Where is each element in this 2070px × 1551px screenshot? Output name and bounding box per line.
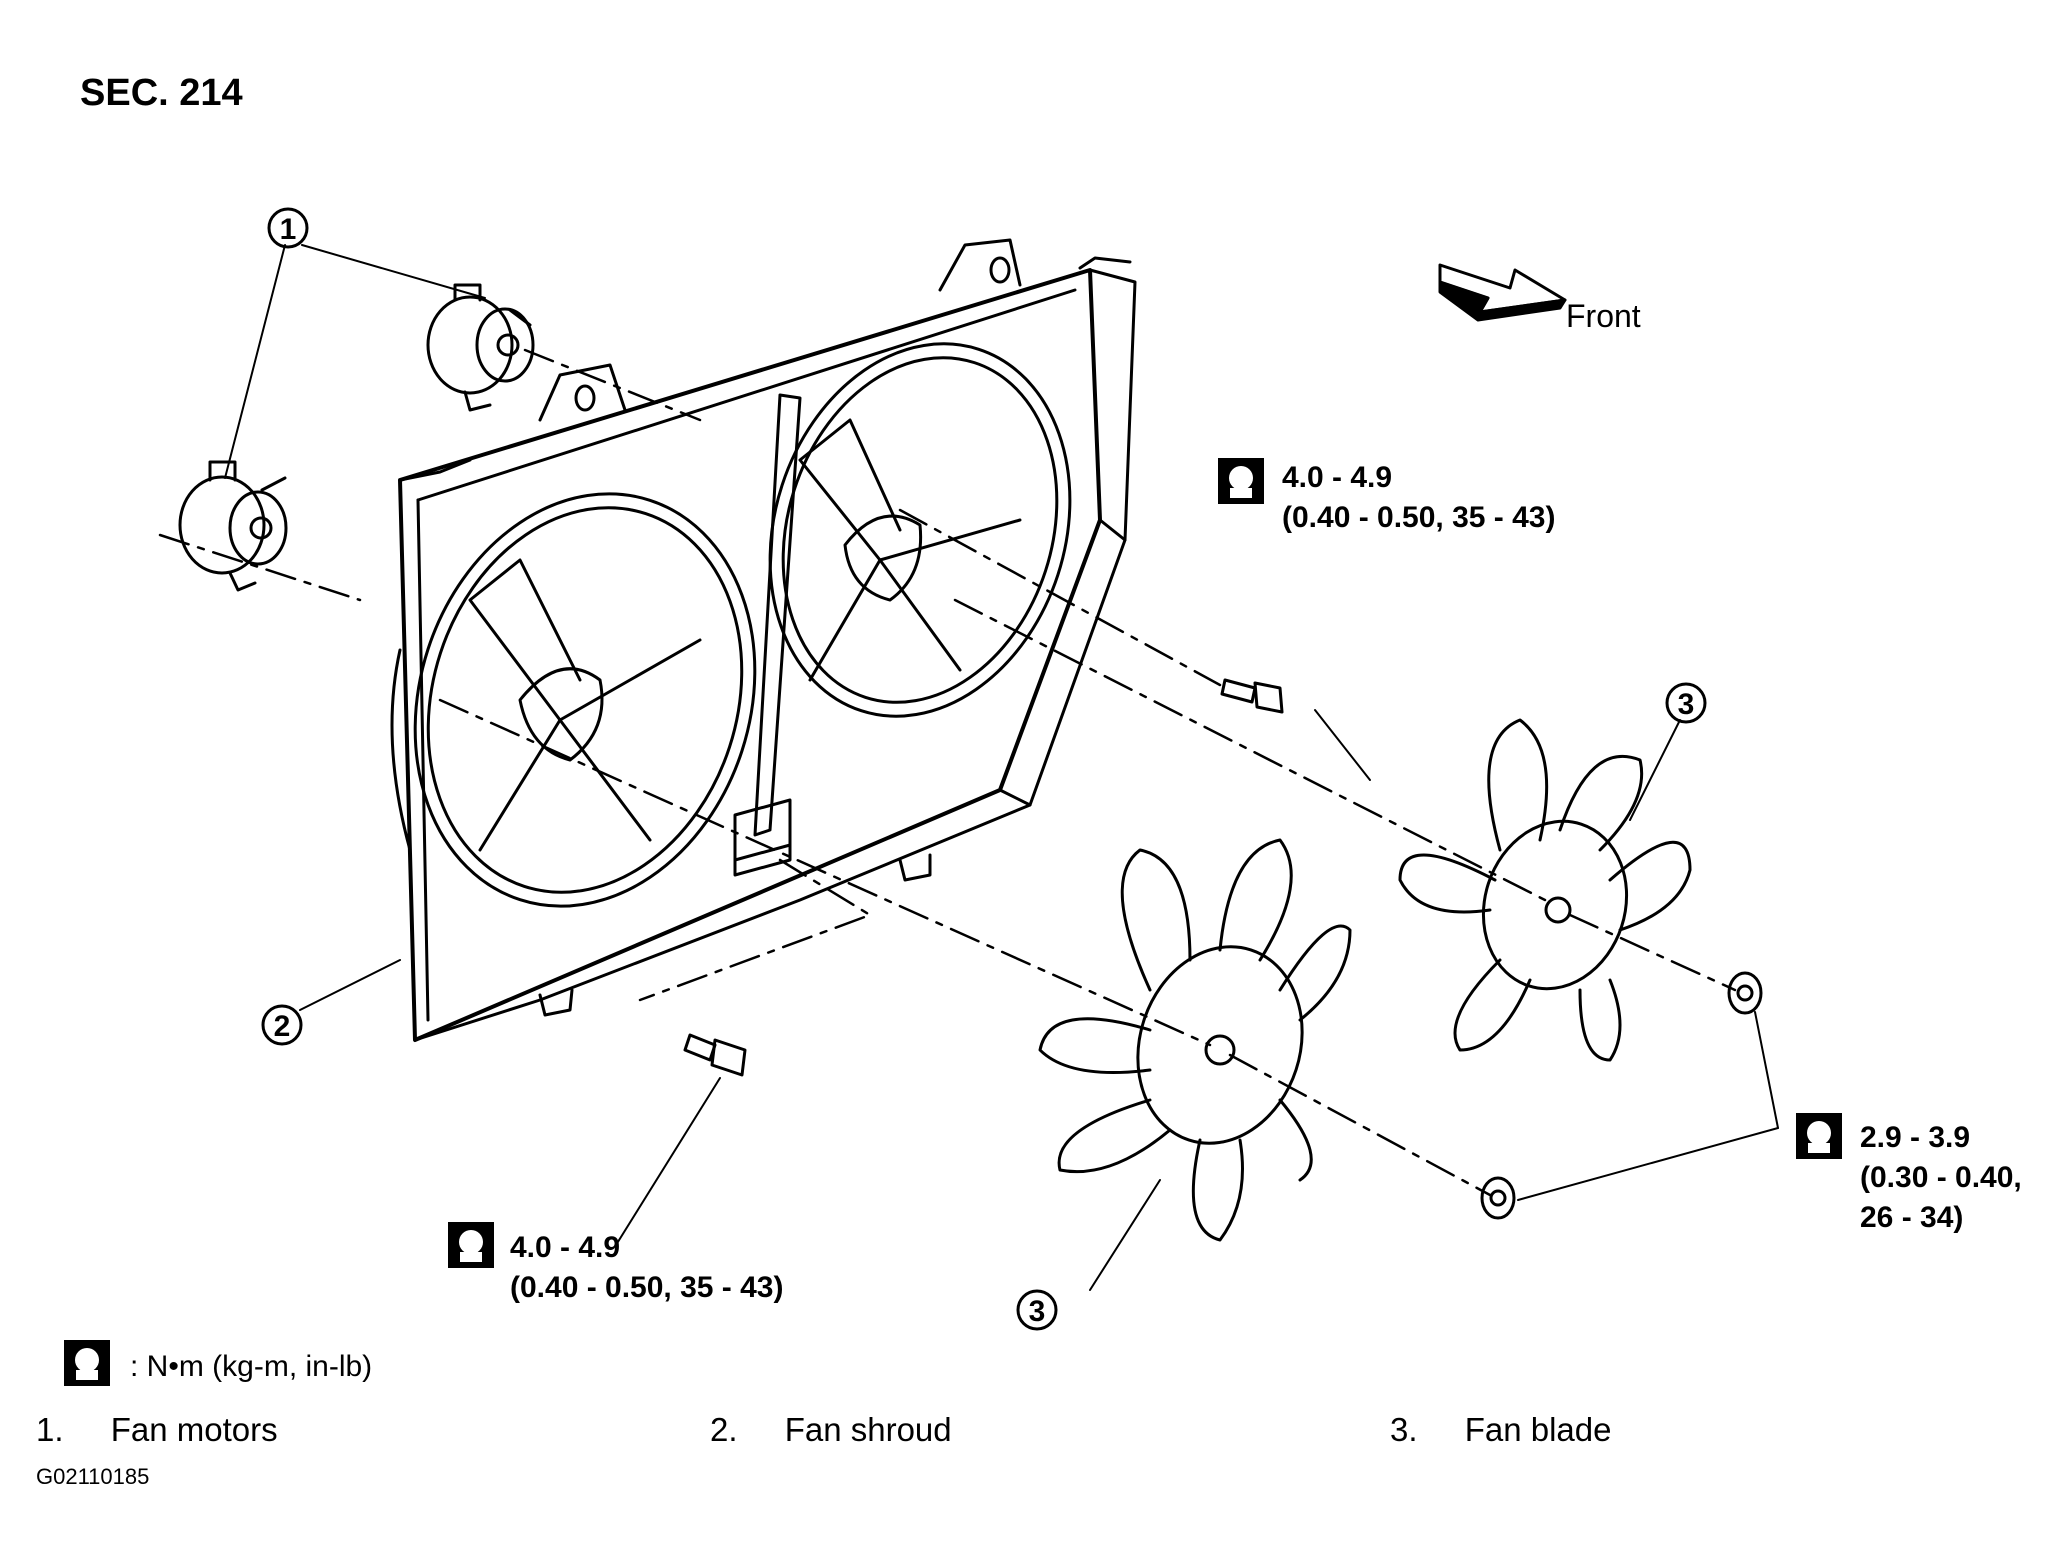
torque-spec-lower-line2: (0.40 - 0.50, 35 - 43) — [510, 1271, 784, 1304]
torque-wrench-icon — [1796, 1113, 1842, 1159]
torque-spec-nut-line1: 2.9 - 3.9 — [1860, 1121, 1971, 1154]
legend-item-3: 3. Fan blade — [1390, 1413, 1611, 1446]
torque-spec-upper-line2: (0.40 - 0.50, 35 - 43) — [1282, 501, 1556, 534]
callout-3-left: 3 — [1016, 1289, 1058, 1331]
legend-item-number: 1. — [36, 1411, 64, 1448]
callout-2: 2 — [261, 1004, 303, 1046]
legend-item-label: Fan shroud — [784, 1411, 952, 1448]
torque-spec-upper-line1: 4.0 - 4.9 — [1282, 461, 1393, 494]
torque-spec-lower-line1: 4.0 - 4.9 — [510, 1231, 621, 1264]
fan-blade-right — [1398, 718, 1692, 1062]
svg-text:1: 1 — [280, 213, 297, 246]
fan-motor-lower — [178, 460, 288, 592]
figure-id: G02110185 — [36, 1464, 150, 1489]
nut-left — [1480, 1176, 1516, 1220]
legend-item-label: Fan blade — [1464, 1411, 1612, 1448]
callout-3-right: 3 — [1665, 682, 1707, 724]
torque-wrench-icon — [1218, 458, 1264, 504]
legend-item-1: 1. Fan motors — [36, 1413, 278, 1446]
front-label: Front — [1566, 298, 1641, 334]
legend-item-number: 3. — [1390, 1411, 1418, 1448]
leader-lines — [224, 244, 1779, 1291]
legend-unit: : N•m (kg-m, in-lb) — [130, 1350, 373, 1383]
torque-spec-lower: 4.0 - 4.9 (0.40 - 0.50, 35 - 43) — [510, 1228, 784, 1308]
torque-wrench-icon — [448, 1222, 494, 1268]
fan-motor-upper — [426, 283, 535, 412]
torque-spec-nut-line3: 26 - 34) — [1860, 1201, 1964, 1234]
front-arrow-icon — [1438, 263, 1567, 322]
legend-item-number: 2. — [710, 1411, 738, 1448]
svg-text:3: 3 — [1029, 1295, 1046, 1328]
torque-spec-nut-line2: (0.30 - 0.40, — [1860, 1161, 2022, 1194]
svg-text:2: 2 — [274, 1010, 291, 1043]
torque-spec-upper: 4.0 - 4.9 (0.40 - 0.50, 35 - 43) — [1282, 458, 1556, 538]
svg-text:3: 3 — [1678, 688, 1695, 721]
lower-bolt — [683, 1033, 747, 1077]
fan-shroud — [390, 238, 1137, 1042]
torque-wrench-icon — [64, 1340, 110, 1386]
legend-item-2: 2. Fan shroud — [710, 1413, 952, 1446]
section-title: SEC. 214 — [80, 72, 243, 114]
assembly-centerlines — [158, 348, 1737, 1197]
upper-bolt — [1220, 678, 1284, 714]
torque-spec-nut: 2.9 - 3.9 (0.30 - 0.40, 26 - 34) — [1860, 1118, 2022, 1238]
callout-1: 1 — [267, 207, 309, 249]
nut-right — [1727, 971, 1763, 1015]
fan-blade-left — [1038, 838, 1352, 1242]
legend-item-label: Fan motors — [110, 1411, 278, 1448]
